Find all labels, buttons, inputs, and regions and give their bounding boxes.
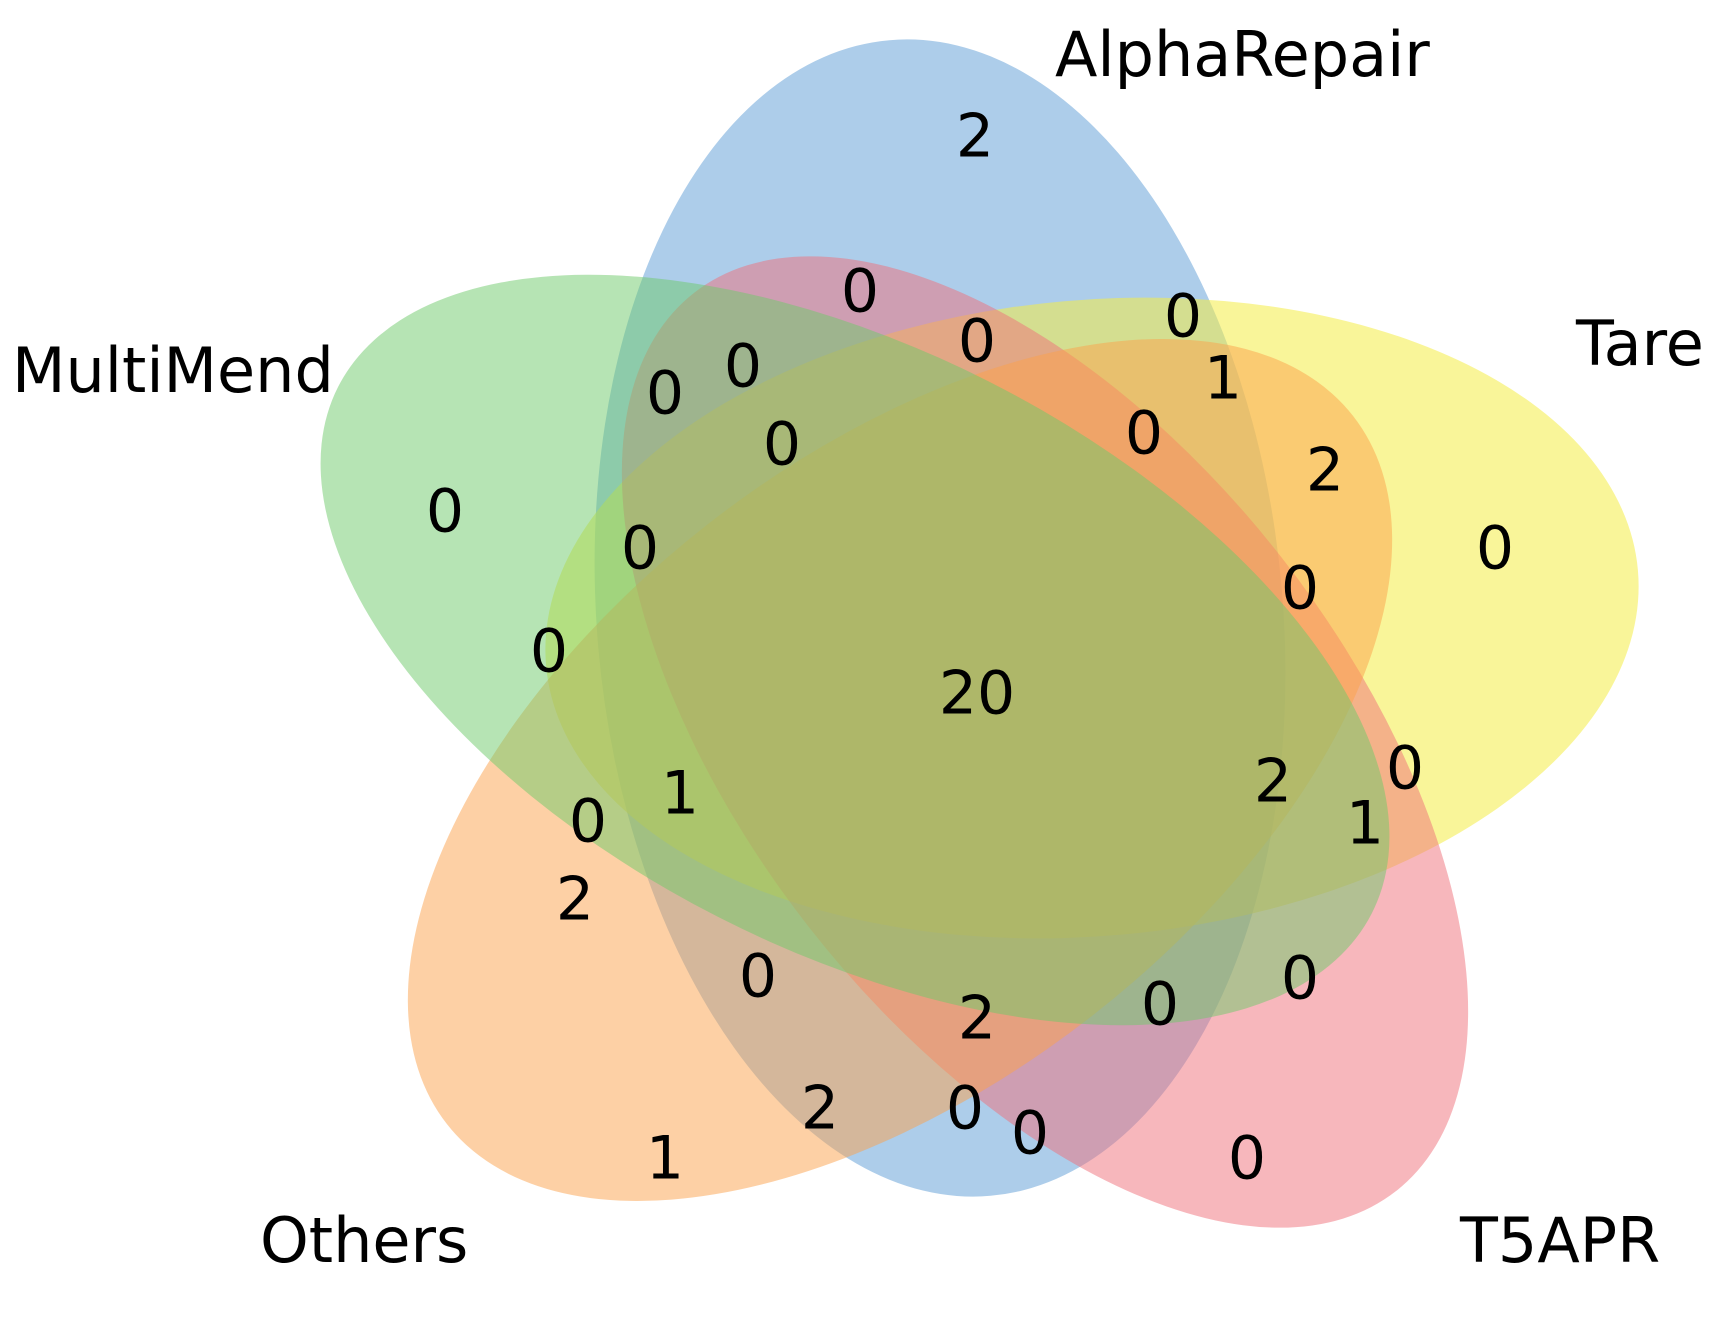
count-region: 0 — [1386, 734, 1424, 804]
count-region: 0 — [1125, 399, 1163, 469]
count-multimend-only: 0 — [426, 477, 464, 547]
count-others-only: 1 — [646, 1124, 684, 1194]
count-region: 0 — [724, 332, 762, 402]
count-region: 0 — [621, 514, 659, 584]
count-region: 0 — [958, 307, 996, 377]
set-ellipses — [320, 39, 1639, 1228]
count-region: 0 — [1164, 282, 1202, 352]
count-region: 2 — [556, 865, 594, 935]
set-label-alpharepair: AlphaRepair — [1055, 18, 1430, 91]
count-all-five: 20 — [939, 659, 1015, 729]
ellipse-multimend — [320, 274, 1390, 1026]
count-region: 1 — [1346, 789, 1384, 859]
region-counts: 2 0 0 1 0 20 0 0 0 0 0 1 0 0 2 0 0 0 2 0… — [426, 102, 1514, 1194]
count-t5apr-only: 0 — [1228, 1124, 1266, 1194]
count-region: 0 — [1281, 554, 1319, 624]
count-alpharepair-only: 2 — [956, 102, 994, 172]
count-region: 2 — [1254, 747, 1292, 817]
count-region: 1 — [661, 759, 699, 829]
count-region: 2 — [801, 1074, 839, 1144]
set-label-tare: Tare — [1575, 307, 1704, 380]
set-label-others: Others — [260, 1204, 468, 1277]
count-region: 0 — [841, 257, 879, 327]
count-region: 0 — [1281, 944, 1319, 1014]
count-region: 0 — [739, 942, 777, 1012]
count-region: 2 — [958, 984, 996, 1054]
set-label-multimend: MultiMend — [12, 334, 334, 407]
count-region: 0 — [1011, 1099, 1049, 1169]
count-region: 0 — [530, 617, 568, 687]
count-region: 2 — [1306, 436, 1344, 506]
count-tare-only: 0 — [1476, 514, 1514, 584]
count-region: 0 — [763, 410, 801, 480]
count-region: 0 — [1141, 970, 1179, 1040]
count-region: 0 — [569, 787, 607, 857]
count-region: 0 — [946, 1074, 984, 1144]
count-region: 1 — [1204, 344, 1242, 414]
set-label-t5apr: T5APR — [1459, 1204, 1660, 1277]
count-region: 0 — [646, 359, 684, 429]
